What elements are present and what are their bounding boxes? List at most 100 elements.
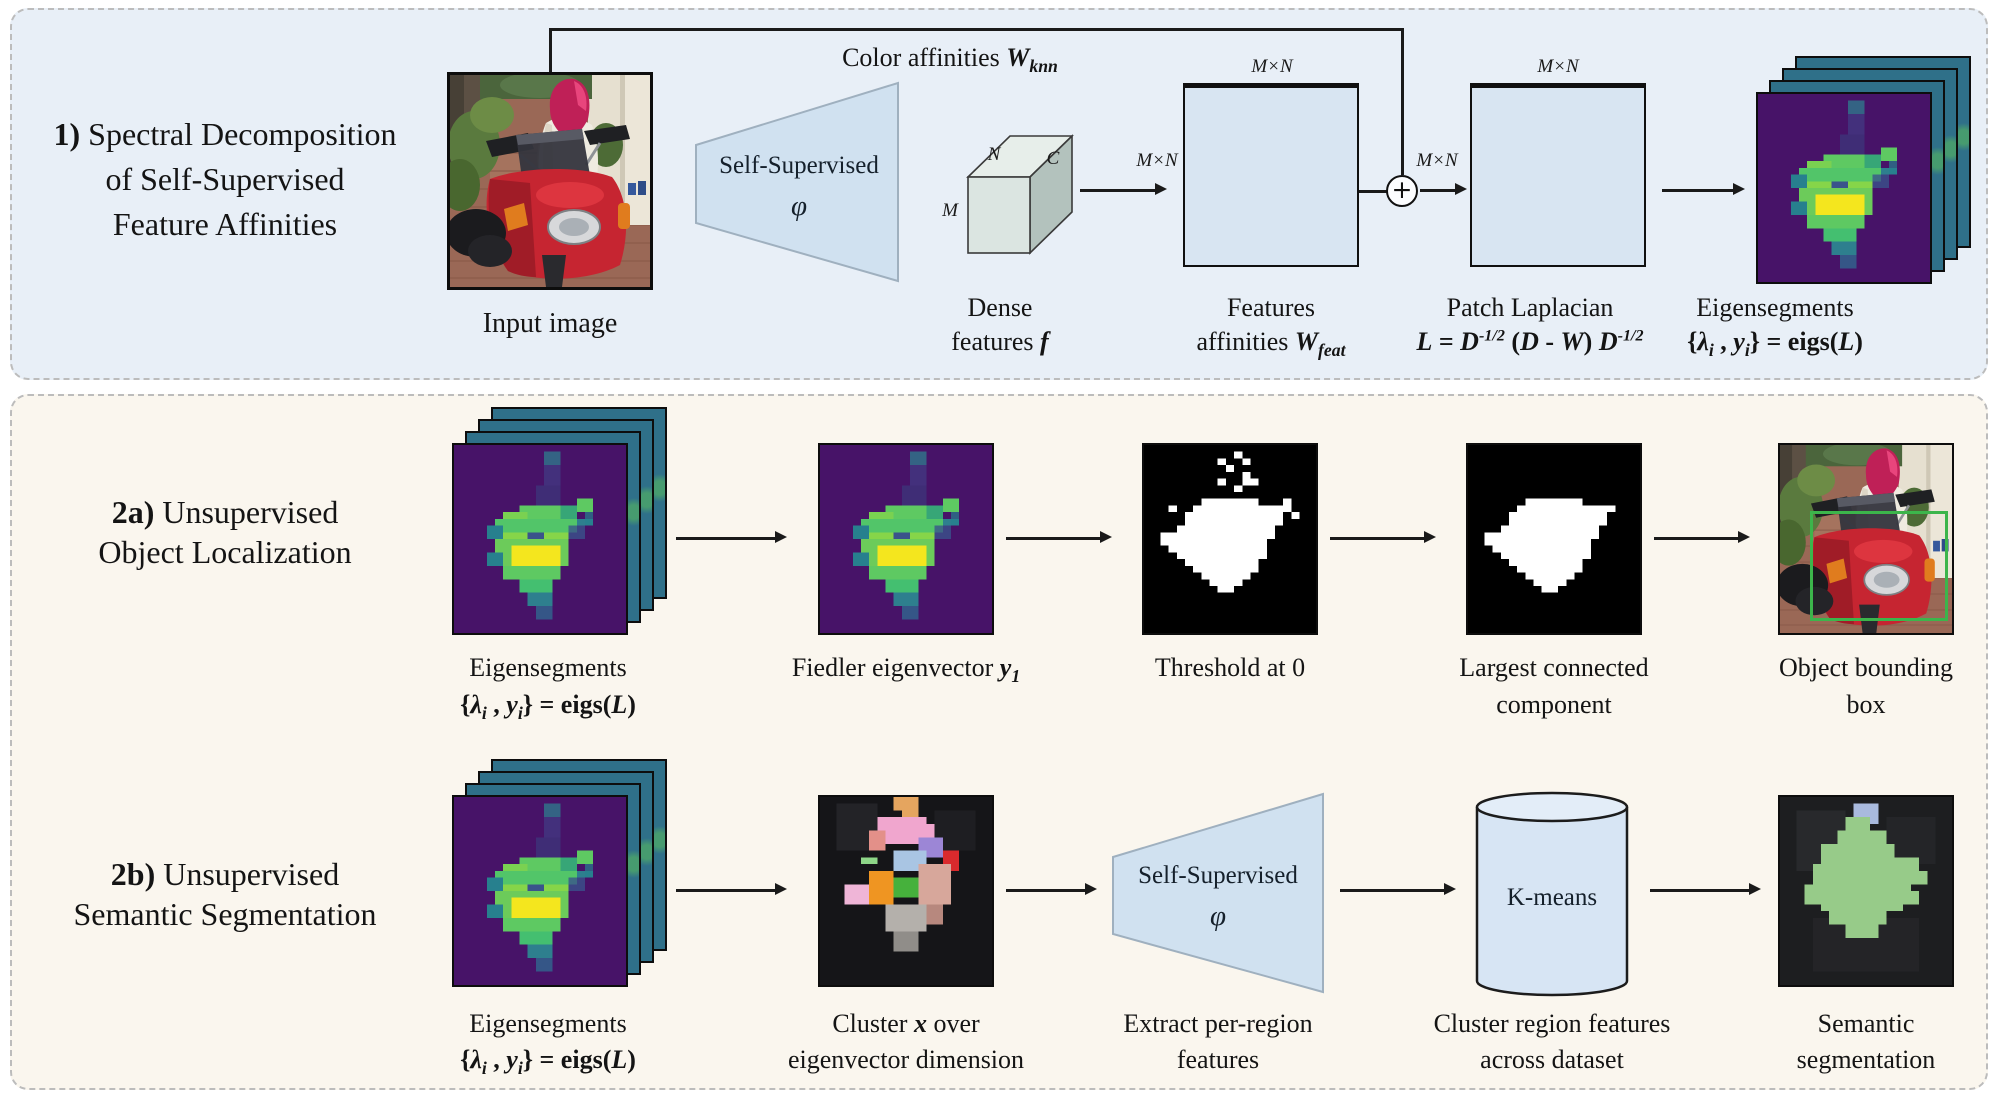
panel2b-number: 2b) [110,856,156,892]
panel2a-title-line2: Object Localization [98,534,352,570]
panel2b-title-line2: Semantic Segmentation [73,896,377,932]
panel1-number: 1) [53,116,81,152]
semseg-label-line1: Semantic [1817,1009,1915,1038]
dim-mxn-above-laplacian: M×N [1537,56,1579,77]
plus-node-left-stub [1359,190,1387,193]
largest-component-label-line2: component [1496,690,1612,719]
semantic-segmentation-image [1778,795,1954,987]
dense-features-cube [966,134,1074,255]
object-bounding-box-image [1778,443,1954,635]
threshold-image [1142,443,1318,635]
eigensegments-label-panel1: Eigensegments [1696,293,1854,322]
eigensegments-stack-panel2a [452,407,667,635]
eigensegment-heatmap-graphic [454,797,626,985]
encoder-label-2b: Self-Supervised [1138,862,1298,889]
color-affinities-line-vertical-right [1401,28,1404,175]
eigensegments-formula-panel2a: {λi , yi} = eigs(L) [460,690,636,724]
eigensegments-stack-panel1 [1756,56,1971,284]
eigensegments-label-panel2a: Eigensegments [469,653,627,682]
arrow-2b-step4 [1650,884,1761,895]
cluster-label-line1: Cluster x over [832,1009,980,1038]
arrow-laplacian-to-eigensegments [1662,184,1745,195]
dim-mxn-left-label: M×N [1136,150,1178,171]
plus-icon: + [1391,175,1413,204]
fiedler-heatmap-graphic [820,445,992,633]
panel1-title-line3: Feature Affinities [112,206,338,242]
arrow-2b-step2 [1006,884,1097,895]
features-label-line2: affinities Wfeat [1196,327,1346,361]
color-affinities-line-vertical-left [549,28,552,72]
eigensegments-stack-panel2b [452,759,667,987]
eigensegment-heatmap-graphic [1758,94,1930,282]
bounding-box-overlay [1810,511,1948,621]
arrow-2a-step3 [1330,532,1436,543]
largest-component-label-line1: Largest connected [1459,653,1649,682]
region-features-label-line2: across dataset [1480,1045,1624,1074]
semantic-segmentation-graphic [1780,797,1952,985]
eigensegment-front-image [1756,92,1932,284]
panel2a-title-line1: 2a) Unsupervised [111,494,339,530]
panel1-title-line2: of Self-Supervised [105,161,345,197]
dense-features-label-line2: features f [951,327,1049,356]
eigensegments-formula-panel2b: {λi , yi} = eigs(L) [460,1045,636,1079]
panel2b-title: 2b) Unsupervised Semantic Segmentation [30,854,420,934]
kmeans-label: K-means [1506,884,1598,911]
arrow-2b-step3 [1340,884,1456,895]
arrow-2a-step1 [676,532,787,543]
arrow-dense-to-affinities [1080,184,1167,195]
threshold-label: Threshold at 0 [1154,653,1306,682]
bbox-label-line1: Object bounding [1778,653,1954,682]
eigensegments-formula-panel1: {λi , yi} = eigs(L) [1687,327,1863,361]
dim-mxn-above-features: M×N [1251,56,1293,77]
features-label-line1: Features [1226,293,1316,322]
region-features-label-line1: Cluster region features [1433,1009,1671,1038]
arrow-2b-step1 [676,884,787,895]
kmeans-cylinder [1475,791,1629,997]
cluster-label-line2: eigenvector dimension [787,1045,1025,1074]
dim-c-label: C [1046,148,1060,169]
encoder-trapezoid [695,81,899,283]
phi-symbol-2b: φ [1209,900,1227,932]
panel2b-title-line1: 2b) Unsupervised [110,856,340,892]
color-affinities-line-horizontal [549,28,1403,31]
phi-symbol: φ [790,190,808,222]
color-affinities-label: Color affinities Wknn [842,43,1058,77]
fiedler-label: Fiedler eigenvector y1 [791,653,1021,687]
eigensegment-front-image [452,795,628,987]
panel-downstream-tasks [10,394,1988,1090]
eigensegment-front-image [452,443,628,635]
panel2a-title: 2a) Unsupervised Object Localization [30,492,420,572]
semseg-label-line2: segmentation [1796,1045,1936,1074]
arrow-2a-step2 [1006,532,1112,543]
laplacian-label-line2: L = D-1/2 (D - W) D-1/2 [1416,327,1644,356]
encoder-trapezoid-2b [1112,792,1324,994]
input-image [447,72,653,290]
largest-component-mask-graphic [1484,498,1616,593]
laplacian-label-line1: Patch Laplacian [1446,293,1614,322]
plus-node: + [1386,175,1418,207]
panel1-title: 1) Spectral Decomposition of Self-Superv… [20,112,430,247]
panel1-title-line1: 1) Spectral Decomposition [53,116,397,152]
dim-m-label: M [942,200,958,221]
arrow-plus-to-laplacian [1420,184,1467,195]
panel2a-number: 2a) [111,494,155,530]
dim-mxn-plus-label: M×N [1416,150,1458,171]
cluster-regions-graphic [820,797,992,985]
features-affinity-matrix [1183,83,1359,267]
input-image-label: Input image [482,308,618,339]
patch-laplacian-matrix [1470,83,1646,267]
extract-label-line2: features [1176,1045,1260,1074]
cluster-eigenvector-image [818,795,994,987]
arrow-2a-step4 [1654,532,1750,543]
dim-n-label: N [987,144,1001,165]
fiedler-eigenvector-image [818,443,994,635]
extract-label-line1: Extract per-region [1123,1009,1313,1038]
dense-features-label-line1: Dense [967,293,1033,322]
largest-component-image [1466,443,1642,635]
threshold-mask-graphic [1160,451,1300,593]
bbox-label-line2: box [1846,690,1886,719]
encoder-label: Self-Supervised [719,152,879,179]
eigensegments-label-panel2b: Eigensegments [469,1009,627,1038]
input-photo-graphic [450,75,650,287]
